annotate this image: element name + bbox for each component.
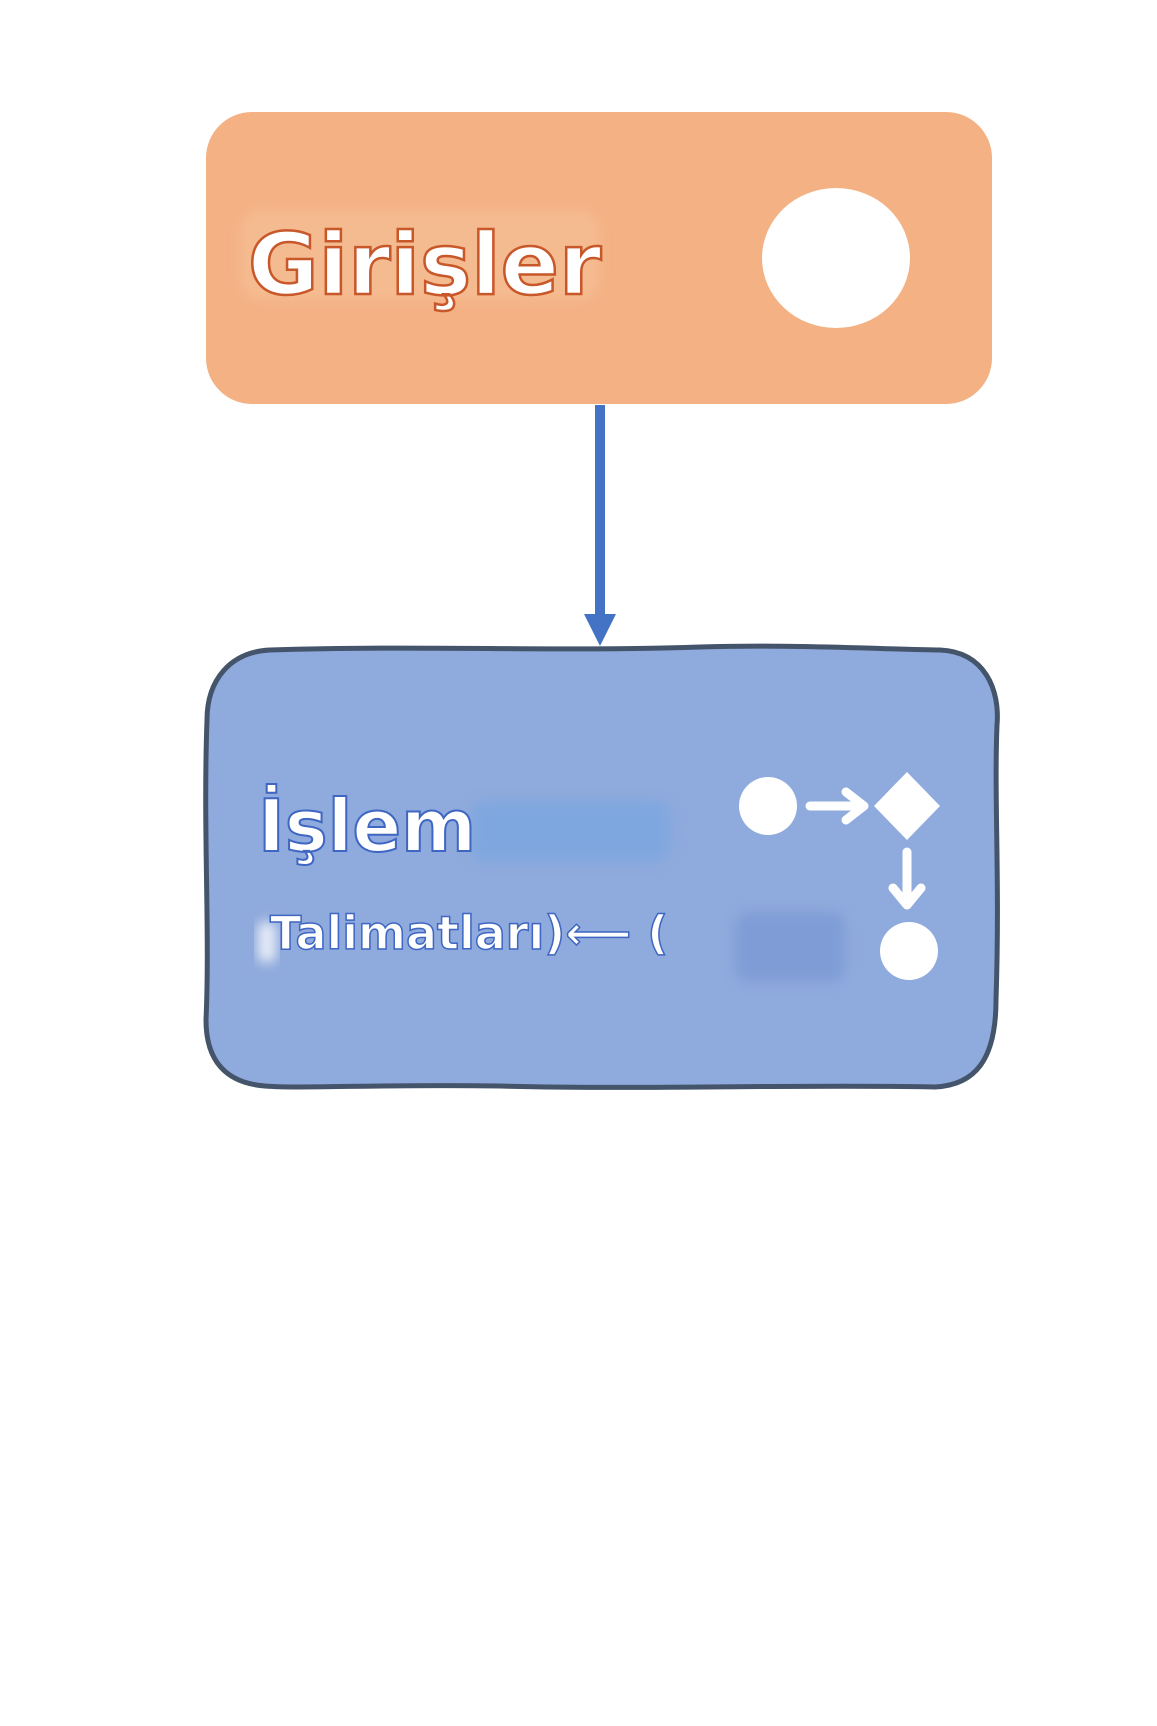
process-title: İşlem bbox=[257, 784, 477, 868]
process-title-highlight bbox=[470, 800, 670, 862]
flowchart-icon bbox=[739, 772, 940, 980]
process-subtitle-highlight bbox=[735, 912, 845, 982]
connector-arrow bbox=[584, 405, 616, 646]
circle-icon bbox=[762, 188, 910, 328]
inputs-title-highlight bbox=[240, 210, 600, 300]
process-subtitle-edge bbox=[258, 922, 276, 962]
inputs-title: Girişler bbox=[247, 215, 603, 315]
process-subtitle: Talimatları)⟵ ( bbox=[269, 906, 669, 960]
